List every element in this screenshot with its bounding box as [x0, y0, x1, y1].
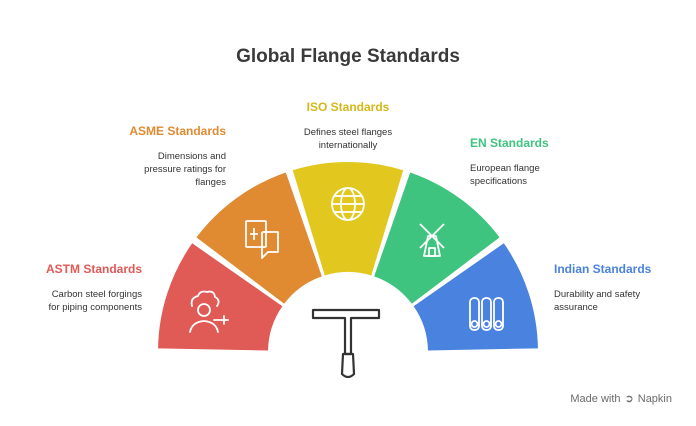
segment-iso [292, 162, 404, 276]
pipes-icon [469, 297, 504, 331]
astm-description: Carbon steel forgings for piping compone… [48, 289, 142, 313]
globe-icon [331, 187, 365, 221]
napkin-logo-icon: ➲ [624, 393, 634, 405]
iso-label: ISO Standards [306, 100, 390, 114]
segment-asme [196, 172, 322, 304]
en-label: EN Standards [470, 136, 549, 150]
asme-description: Dimensions and pressure ratings for flan… [144, 151, 226, 188]
iso-description: Defines steel flanges internationally [303, 127, 393, 151]
astm-label: ASTM Standards [45, 262, 142, 276]
segment-astm [158, 243, 283, 351]
welder-worker-icon [189, 290, 229, 333]
document-ruler-icon [245, 220, 279, 259]
made-with-text: Made with [570, 392, 621, 405]
en-description: European flange specifications [470, 163, 540, 187]
napkin-branding[interactable]: Made with ➲ Napkin [570, 392, 672, 406]
page-title: Global Flange Standards [236, 46, 460, 67]
asme-label: ASME Standards [129, 124, 226, 138]
indian-label: Indian Standards [554, 262, 652, 276]
flange-t-handle-icon [311, 308, 381, 379]
segment-indian [413, 243, 538, 351]
indian-description: Durability and safety assurance [554, 289, 641, 313]
windmill-icon [419, 223, 445, 257]
napkin-name: Napkin [637, 392, 672, 405]
